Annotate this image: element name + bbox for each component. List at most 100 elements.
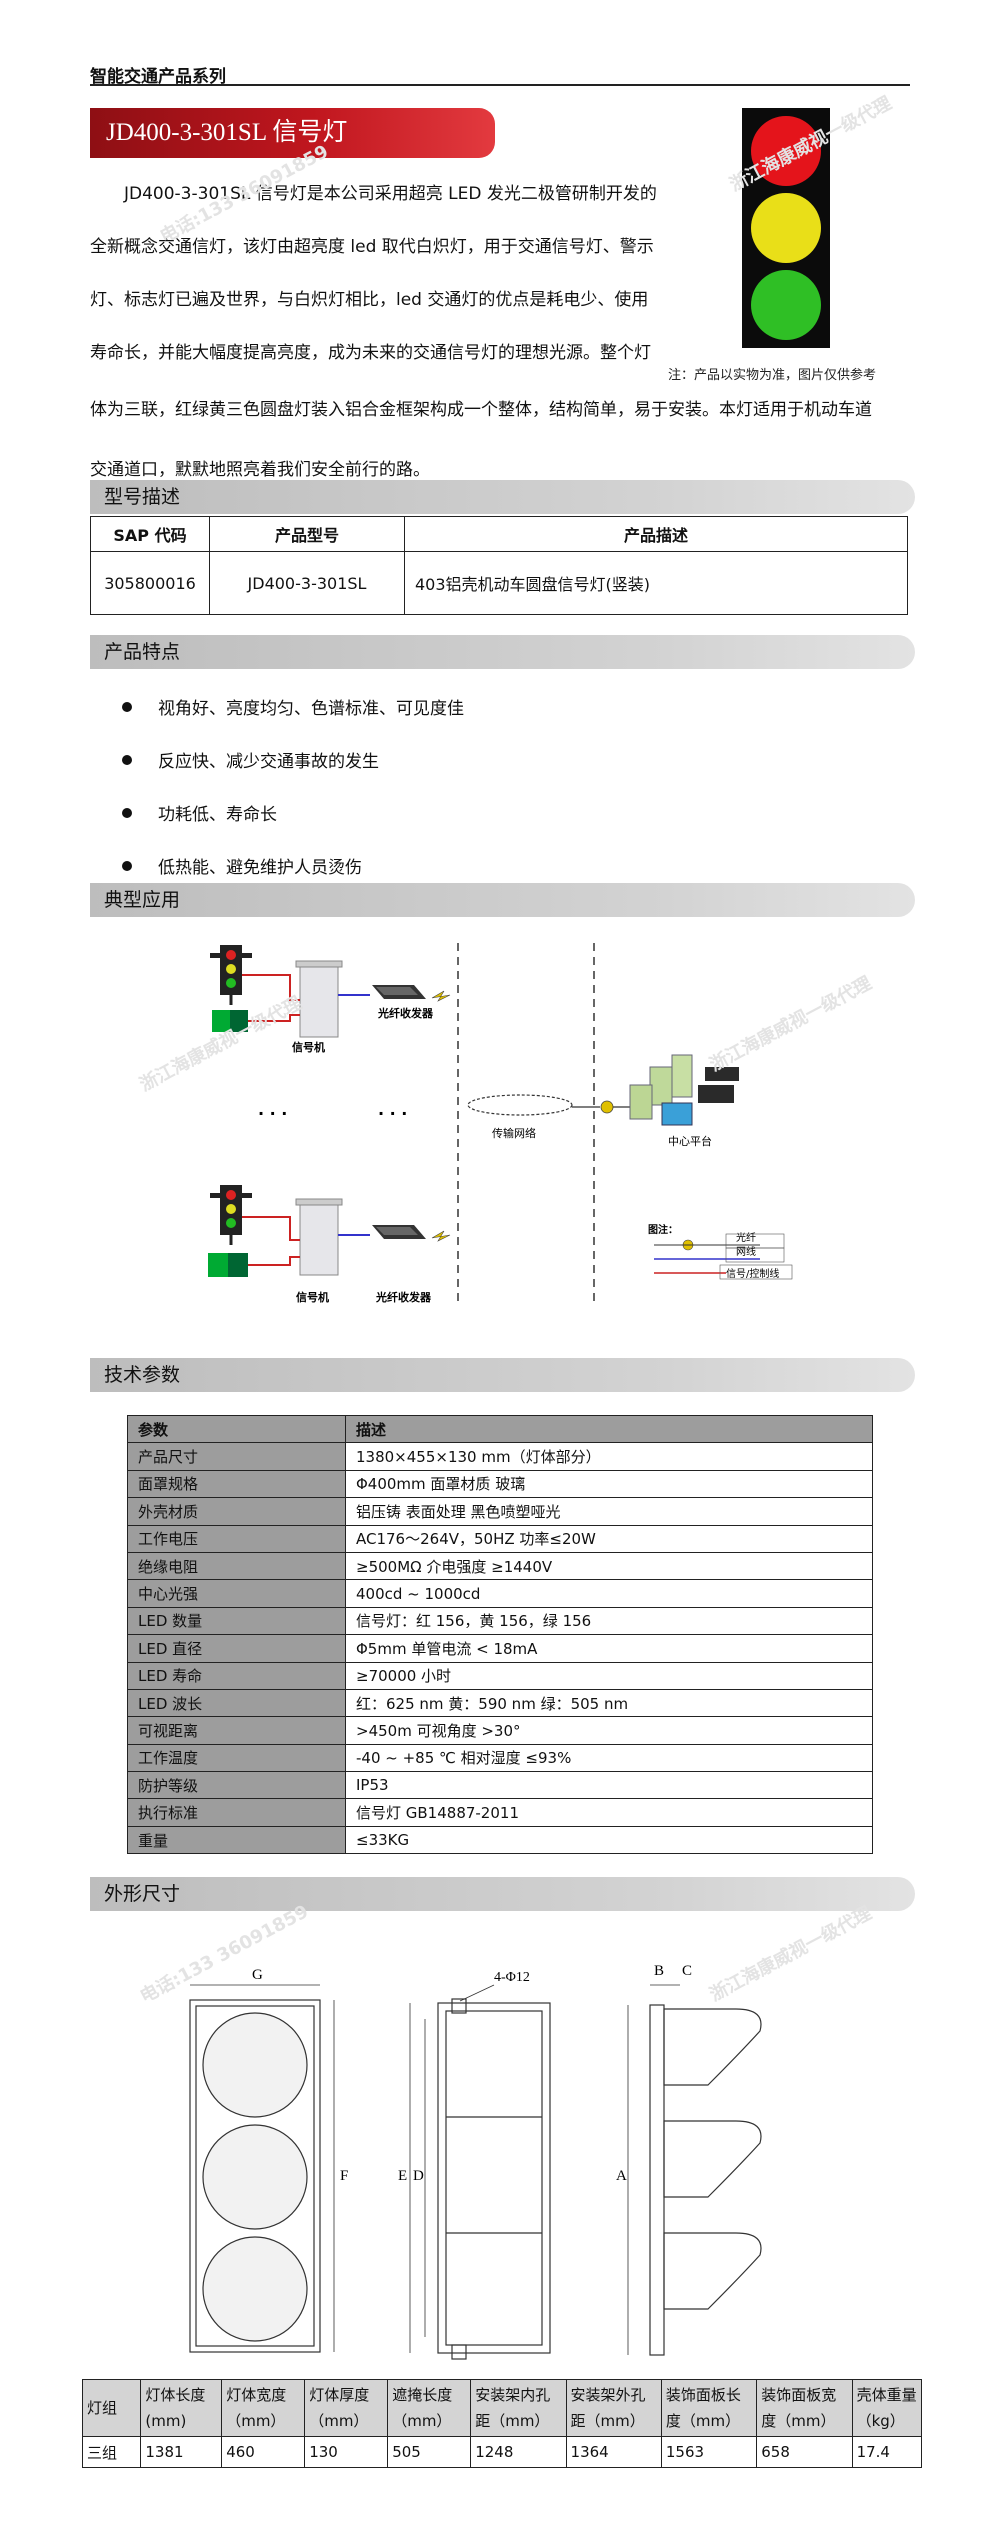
section-model-heading: 型号描述 — [90, 480, 915, 514]
diagram-label: 光纤收发器 — [377, 1006, 434, 1020]
green-lamp-icon — [751, 270, 821, 340]
feature-list: 视角好、亮度均匀、色谱标准、可见度佳 反应快、减少交通事故的发生 功耗低、寿命长… — [122, 680, 464, 892]
red-lamp-icon — [751, 116, 821, 186]
param-value: 信号灯 GB14887-2011 — [345, 1798, 873, 1827]
dim-label: C — [682, 1963, 692, 1979]
sap-code: 305800016 — [90, 551, 210, 615]
param-value: ≥500MΩ 介电强度 ≥1440V — [345, 1551, 873, 1581]
dim-label: G — [252, 1967, 263, 1983]
model-table: SAP 代码 产品型号 产品描述 305800016 JD400-3-301SL… — [90, 516, 908, 615]
param-value: ≤33KG — [345, 1825, 873, 1855]
svg-text:图注：: 图注： — [648, 1223, 678, 1236]
dim-label: 4-Φ12 — [494, 1970, 530, 1985]
intro-line: 灯、标志灯已遍及世界，与白炽灯相比，led 交通灯的优点是耗电少、使用 — [90, 290, 649, 310]
intro-line: 全新概念交通信灯，该灯由超亮度 led 取代白炽灯，用于交通信号灯、警示 — [90, 237, 654, 257]
table-row: 执行标准信号灯 GB14887-2011 — [127, 1798, 873, 1827]
param-name: 产品尺寸 — [127, 1442, 346, 1471]
param-name: LED 寿命 — [127, 1661, 346, 1690]
dim-label: B — [654, 1963, 664, 1979]
table-header: 灯体宽度（mm） — [221, 2379, 306, 2437]
section-dims-heading: 外形尺寸 — [90, 1877, 915, 1911]
table-row: 外壳材质铝压铸 表面处理 黑色喷塑哑光 — [127, 1497, 873, 1526]
param-name: 中心光强 — [127, 1579, 346, 1608]
bullet-icon — [122, 860, 132, 871]
table-row: 重量≤33KG — [127, 1825, 873, 1855]
table-row: LED 寿命≥70000 小时 — [127, 1661, 873, 1690]
table-cell: 658 — [756, 2436, 853, 2468]
param-value: 铝压铸 表面处理 黑色喷塑哑光 — [345, 1497, 873, 1526]
diagram-label: 传输网络 — [492, 1126, 536, 1140]
list-item: 视角好、亮度均匀、色谱标准、可见度佳 — [122, 680, 464, 733]
intro-paragraph: JD400-3-301SL 信号灯是本公司采用超亮 LED 发光二极管研制开发的… — [90, 168, 680, 380]
table-header: 描述 — [345, 1414, 873, 1444]
intro-line: 寿命长，并能大幅度提高亮度，成为未来的交通信号灯的理想光源。整个灯 — [90, 343, 651, 363]
table-cell: 1381 — [140, 2436, 223, 2468]
diagram-label: 信号机 — [292, 1040, 325, 1054]
param-name: 执行标准 — [127, 1798, 346, 1827]
signal-cabinet-icon — [295, 1198, 343, 1276]
dots: · · · — [378, 1104, 407, 1123]
dim-label: D — [413, 2168, 424, 2184]
network-cloud-icon — [467, 1094, 573, 1116]
diagram-label: 光纤收发器 — [375, 1290, 432, 1304]
param-value: Φ400mm 面罩材质 玻璃 — [345, 1469, 873, 1499]
table-header: 灯组 — [81, 2379, 142, 2437]
param-name: 工作电压 — [127, 1524, 346, 1553]
table-header: SAP 代码 — [90, 516, 210, 552]
product-model: JD400-3-301SL — [209, 551, 405, 615]
param-value: 400cd ~ 1000cd — [345, 1579, 873, 1608]
table-cell: 505 — [387, 2436, 472, 2468]
table-cell: 130 — [304, 2436, 389, 2468]
intro-line: 体为三联，红绿黄三色圆盘灯装入铝合金框架构成一个整体，结构简单，易于安装。本灯适… — [90, 400, 872, 420]
table-header: 装饰面板宽度（mm） — [756, 2379, 853, 2437]
param-name: 可视距离 — [127, 1716, 346, 1745]
link-icon — [431, 990, 451, 1002]
section-features-heading: 产品特点 — [90, 635, 915, 669]
traffic-light-icon — [210, 945, 252, 1005]
param-name: LED 波长 — [127, 1688, 346, 1718]
param-name: LED 直径 — [127, 1634, 346, 1663]
param-name: 外壳材质 — [127, 1497, 346, 1526]
table-cell: 1248 — [470, 2436, 567, 2468]
pedestrian-signal-icon — [208, 1253, 248, 1277]
param-name: 绝缘电阻 — [127, 1551, 346, 1581]
dim-label: E — [398, 2168, 407, 2184]
param-value: 1380×455×130 mm（灯体部分） — [345, 1442, 873, 1471]
table-header: 产品描述 — [404, 516, 908, 552]
table-header: 安装架内孔距（mm） — [470, 2379, 567, 2437]
param-name: LED 数量 — [127, 1606, 346, 1636]
dimension-table: 灯组灯体长度(mm)灯体宽度（mm）灯体厚度（mm）遮掩长度（mm）安装架内孔距… — [81, 2379, 923, 2468]
param-value: Φ5mm 单管电流 < 18mA — [345, 1634, 873, 1663]
table-row: 可视距离>450m 可视角度 >30° — [127, 1716, 873, 1745]
fiber-transceiver-icon — [372, 1225, 426, 1239]
table-row: LED 波长红：625 nm 黄：590 nm 绿：505 nm — [127, 1688, 873, 1718]
table-row: 工作温度-40 ~ +85 ℃ 相对湿度 ≤93% — [127, 1743, 873, 1773]
series-title: 智能交通产品系列 — [90, 67, 226, 87]
table-cell: 1364 — [565, 2436, 662, 2468]
signal-cabinet-icon — [295, 960, 343, 1038]
diagram-label: 中心平台 — [668, 1134, 712, 1148]
svg-text:网线: 网线 — [736, 1245, 756, 1258]
table-header: 安装架外孔距（mm） — [565, 2379, 662, 2437]
table-cell: 1563 — [660, 2436, 758, 2468]
traffic-light-icon — [210, 1185, 252, 1245]
product-description: 403铝壳机动车圆盘信号灯(竖装) — [404, 551, 908, 615]
bullet-icon — [122, 701, 132, 712]
section-application-heading: 典型应用 — [90, 883, 915, 917]
fiber-transceiver-icon — [372, 985, 426, 999]
param-value: IP53 — [345, 1771, 873, 1800]
header-rule — [90, 84, 910, 86]
center-platform-icon — [629, 1054, 739, 1126]
table-cell: 17.4 — [851, 2436, 923, 2468]
product-title-banner: JD400-3-301SL 信号灯 — [90, 108, 495, 158]
param-value: AC176～264V，50HZ 功率≤20W — [345, 1524, 873, 1553]
table-header: 参数 — [127, 1414, 346, 1444]
intro-line: JD400-3-301SL 信号灯是本公司采用超亮 LED 发光二极管研制开发的 — [124, 184, 657, 204]
list-item: 功耗低、寿命长 — [122, 786, 464, 839]
dim-label: F — [340, 2168, 348, 2184]
